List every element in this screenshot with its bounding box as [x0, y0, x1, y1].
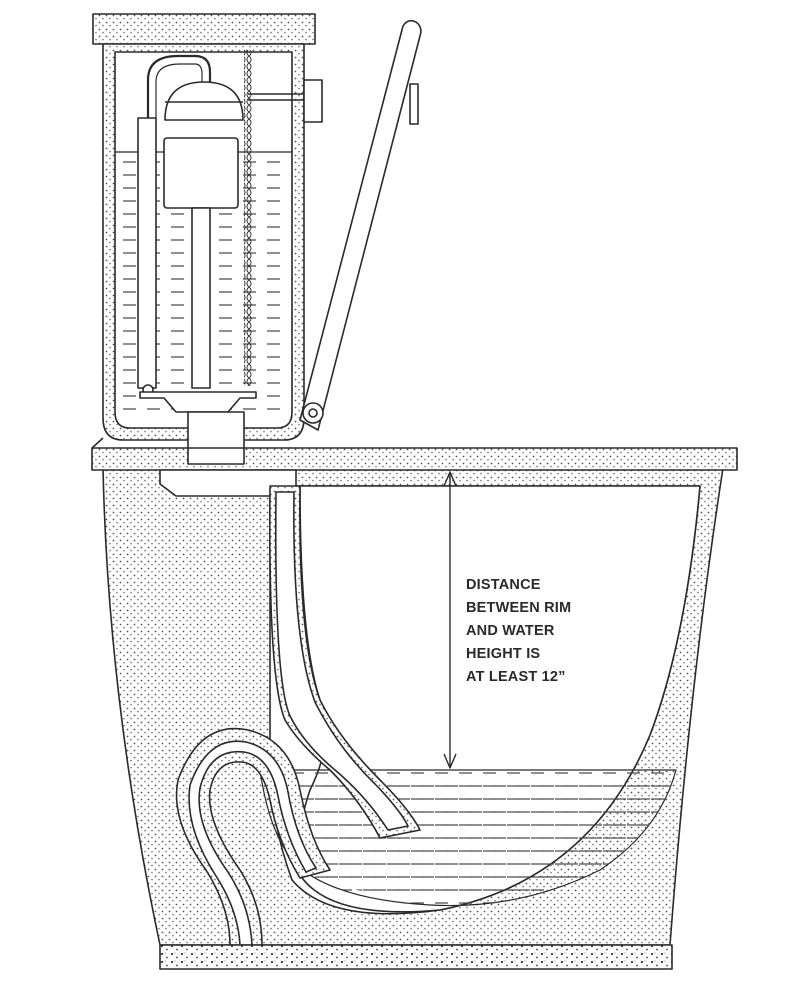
note-line-3: AND WATER — [466, 623, 555, 639]
note-line-1: DISTANCE — [466, 577, 541, 593]
float-body — [163, 137, 239, 209]
tank — [92, 13, 323, 441]
fill-valve — [137, 117, 157, 389]
floor — [159, 944, 673, 970]
flush-handle — [303, 79, 323, 123]
seat-lid — [299, 19, 422, 431]
chain — [244, 50, 252, 386]
bowl-rim — [91, 447, 738, 471]
bowl — [91, 411, 738, 946]
rim-water-distance-note: DISTANCE BETWEEN RIM AND WATER HEIGHT IS… — [466, 574, 666, 689]
dimension-arrow — [443, 471, 457, 769]
tank-lid — [92, 13, 316, 45]
refill-tube — [146, 54, 212, 118]
flush-outlet — [187, 411, 245, 465]
note-line-5: AT LEAST 12” — [466, 669, 566, 685]
trapway-inner — [274, 491, 409, 831]
trap-loop — [175, 727, 331, 946]
overflow-tube — [191, 207, 211, 389]
note-line-4: HEIGHT IS — [466, 646, 541, 662]
tank-walls — [102, 43, 305, 441]
note-line-2: BETWEEN RIM — [466, 600, 572, 616]
float-ball — [164, 81, 244, 121]
seat-board — [299, 19, 422, 431]
rim-channel — [159, 469, 297, 497]
